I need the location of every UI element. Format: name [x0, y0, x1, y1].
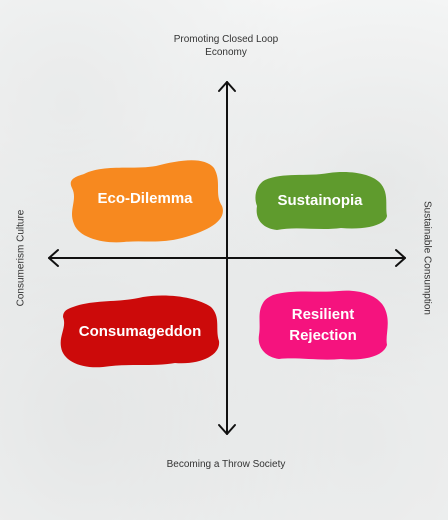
brush-shape	[70, 160, 223, 243]
quadrant-label: Resilient Rejection	[289, 306, 357, 344]
quadrant-label: Sustainopia	[277, 191, 363, 209]
quadrant-label: Eco-Dilemma	[97, 189, 193, 207]
quadrant-resilient-rejection: Resilient Rejection	[255, 287, 391, 363]
arrow-up-icon	[218, 81, 236, 92]
axis-label-left: Consumerism Culture	[15, 209, 27, 307]
arrow-down-icon	[218, 424, 236, 435]
axis-label-top: Promoting Closed Loop Economy	[173, 34, 279, 58]
quadrant-consumageddon: Consumageddon	[57, 291, 223, 371]
brush-shape	[258, 290, 388, 360]
arrow-left-icon	[48, 249, 59, 267]
brush-shape	[60, 295, 220, 368]
brush-shape	[255, 172, 387, 230]
arrow-right-icon	[395, 249, 406, 267]
quadrant-eco-dilemma: Eco-Dilemma	[64, 152, 226, 244]
axis-label-right: Sustainable Consumption	[421, 201, 433, 315]
quadrant-sustainopia: Sustainopia	[251, 168, 389, 232]
quadrant-label: Consumageddon	[78, 322, 202, 340]
axis-label-bottom: Becoming a Throw Society	[166, 459, 286, 470]
